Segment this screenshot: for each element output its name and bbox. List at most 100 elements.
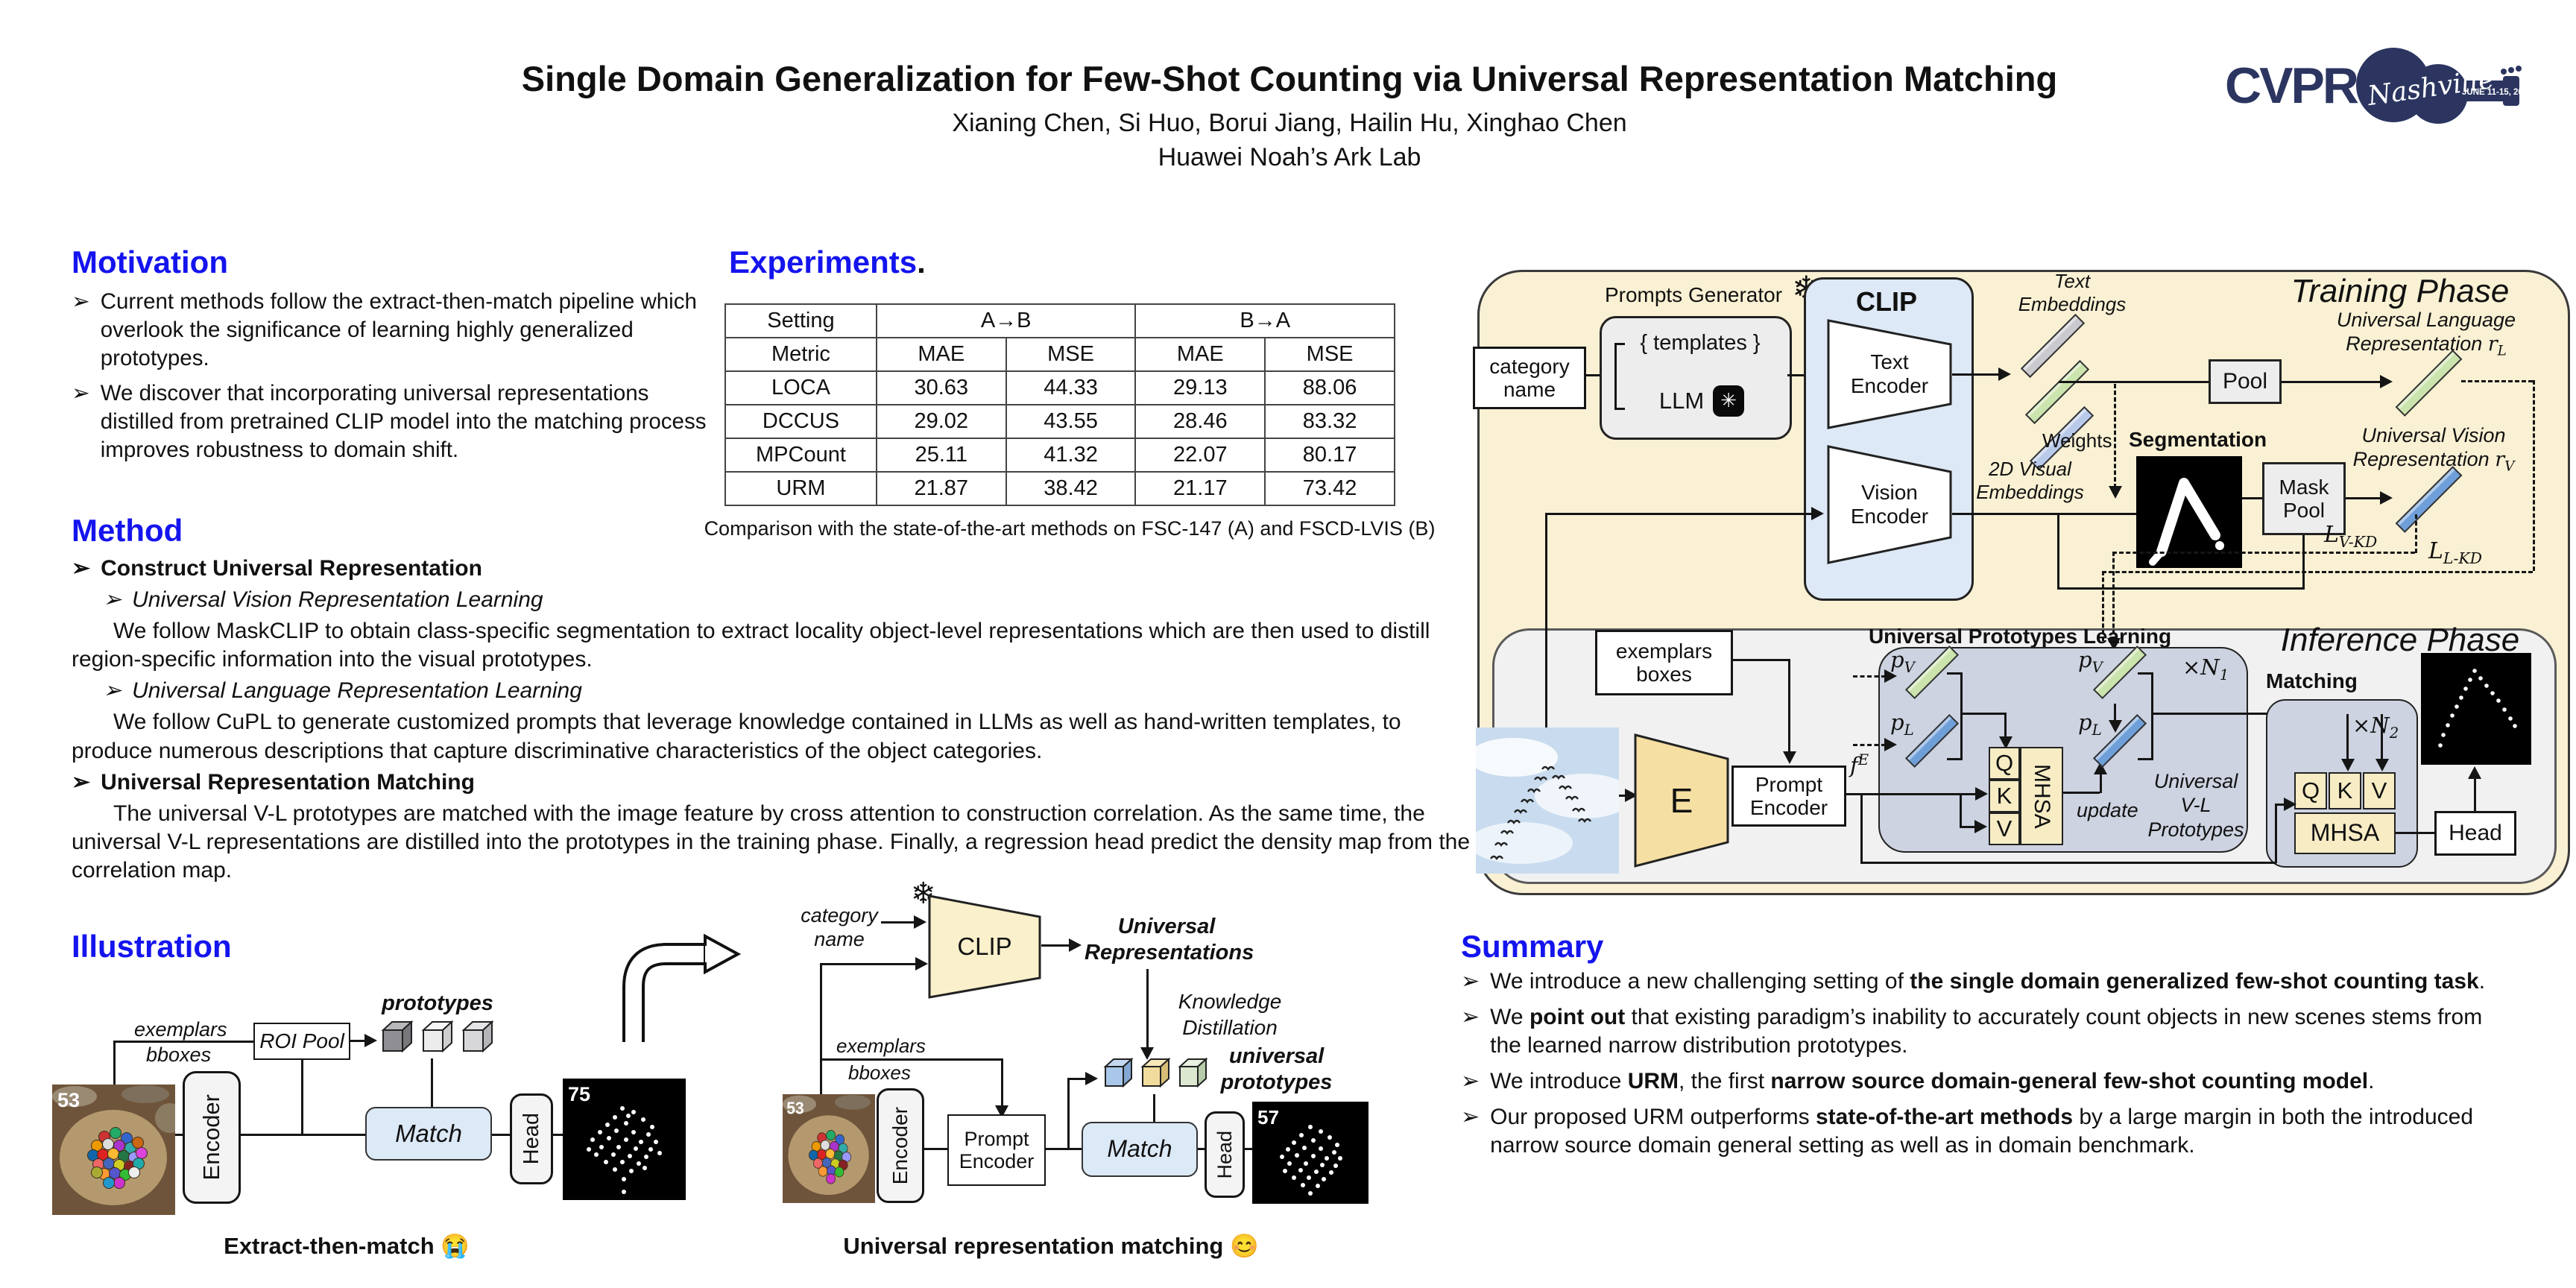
prototypes-label: prototypes	[382, 991, 493, 1015]
pool-label: Pool	[2222, 369, 2268, 394]
arrowhead-icon	[1884, 738, 1897, 751]
dashed-line	[2114, 384, 2116, 488]
label-line: universal	[1228, 1044, 1325, 1068]
dashed-line	[2461, 380, 2533, 382]
arrow-bullet-icon: ➢	[1461, 1005, 1480, 1030]
line	[1067, 1078, 1070, 1148]
authors: Xianing Chen, Si Huo, Borui Jiang, Haili…	[952, 109, 1627, 137]
universal-vision-representation-label: Universal Vision Representation rV	[2318, 423, 2549, 476]
encoder-block: Encoder	[877, 1088, 924, 1203]
prompt-encoder-block: Prompt Encoder	[947, 1114, 1046, 1186]
dashed-line	[2102, 571, 2104, 641]
encoder-label: Encoder	[888, 1106, 912, 1185]
v-label: V	[1996, 815, 2012, 842]
label-line: name	[1503, 378, 1556, 401]
bboxes-label: bboxes	[146, 1044, 212, 1066]
math-sub: L	[2092, 721, 2102, 739]
flock-density-map-image	[2421, 653, 2531, 765]
method-paragraph: We follow MaskCLIP to obtain class-speci…	[72, 619, 1430, 672]
clip-label: CLIP	[957, 932, 1012, 960]
method-subbullet: ➢ Universal Vision Representation Learni…	[103, 586, 1473, 614]
line	[2396, 832, 2434, 834]
math-sub: V-KD	[2338, 533, 2378, 551]
line	[1788, 659, 1790, 754]
line	[2474, 778, 2476, 811]
motivation-bullet-text: Current methods follow the extract-then-…	[100, 289, 697, 370]
method-heading: Method	[72, 513, 183, 548]
arrowhead-icon	[2468, 766, 2481, 779]
line	[553, 1134, 563, 1136]
line	[2275, 804, 2277, 863]
line	[2302, 535, 2305, 589]
label-line: Representation	[2346, 332, 2483, 356]
line	[241, 1134, 365, 1136]
update-label: update	[2077, 799, 2138, 821]
math-n: ×N	[2352, 713, 2390, 738]
method-bullet: ➢ Construct Universal Representation	[72, 555, 1473, 583]
line	[1545, 513, 1547, 727]
visual-embeddings-label: 2D Visual Embeddings	[1965, 458, 2095, 504]
line	[1586, 374, 1600, 376]
category-name-box: category name	[1473, 347, 1586, 409]
label-line: Embeddings	[2018, 293, 2127, 316]
line	[1067, 1078, 1087, 1080]
knowledge-distillation-label: Knowledge Distillation	[1167, 988, 1293, 1041]
cell: 88.06	[1264, 370, 1395, 405]
math-p: p	[2078, 710, 2092, 735]
motivation-bullet: ➢ We discover that incorporating univers…	[72, 379, 727, 464]
k-block: K	[1989, 780, 2020, 812]
math-sub: V	[2504, 458, 2515, 475]
math-r: r	[2487, 332, 2498, 356]
cell: 38.42	[1005, 471, 1137, 506]
segmentation-mask-image	[2136, 456, 2242, 568]
label-line: Distillation	[1182, 1016, 1278, 1039]
pv-label: pV	[2078, 647, 2103, 676]
n1-label: ×N1	[2182, 654, 2229, 684]
clip-label: CLIP	[1855, 286, 1917, 317]
label-line: Embeddings	[1976, 481, 2084, 504]
arrow-bullet-icon: ➢	[72, 769, 91, 795]
arrow-bullet-icon: ➢	[72, 381, 90, 406]
vision-encoder-trapezoid: Vision Encoder	[1827, 445, 1952, 564]
pv-label: pV	[1890, 647, 1915, 676]
motivation-bullet: ➢ Current methods follow the extract-the…	[72, 288, 727, 372]
math-p: p	[2078, 647, 2092, 672]
table-row: Setting A→B B→A	[724, 303, 1395, 338]
v-label: V	[2371, 777, 2387, 804]
line	[2004, 713, 2007, 739]
label-line: Encoder	[1850, 374, 1929, 397]
head-block: Head	[1205, 1111, 1245, 1198]
motivation-list: ➢ Current methods follow the extract-the…	[72, 288, 727, 472]
table-row: URM 21.87 38.42 21.17 73.42	[724, 471, 1395, 506]
cell: 30.63	[875, 370, 1007, 405]
arrowhead-icon	[2284, 798, 2296, 811]
table-caption: Comparison with the state-of-the-art met…	[704, 517, 1436, 540]
line	[1545, 513, 1813, 515]
k-label: K	[2337, 777, 2353, 804]
dashed-line	[2112, 552, 2115, 641]
arrowhead-icon	[2109, 486, 2122, 499]
motivation-heading: Motivation	[72, 244, 228, 280]
density-map-image: 57	[1252, 1102, 1368, 1204]
encoder-block: Encoder	[183, 1071, 241, 1204]
k-label: K	[1996, 782, 2012, 809]
cell: 29.02	[875, 404, 1007, 439]
text-embeddings-label: Text Embeddings	[2005, 270, 2139, 316]
extract-caption: Extract-then-match 😭	[224, 1233, 470, 1259]
label-line: boxes	[1636, 663, 1692, 686]
bird-flock-image	[1476, 727, 1619, 874]
q-label: Q	[1995, 749, 2014, 776]
label-line: Encoder	[959, 1150, 1035, 1172]
arrow-bullet-icon: ➢	[72, 289, 90, 314]
mhsa-label: MHSA	[2310, 819, 2380, 847]
universal-prototypes-learning-label: Universal Prototypes Learning	[1868, 625, 2172, 648]
math-sub: 2	[2389, 724, 2399, 742]
cell: 73.42	[1264, 471, 1395, 506]
math-sub: L	[2497, 343, 2507, 359]
head-block: Head	[510, 1093, 553, 1184]
arrowhead-icon	[1998, 367, 2011, 381]
summary-bullet-text: We introduce a new challenging setting o…	[1490, 969, 2486, 994]
line	[301, 1060, 303, 1134]
weights-label: Weights	[2042, 429, 2112, 452]
input-image-bottlecaps: 53	[783, 1094, 875, 1203]
